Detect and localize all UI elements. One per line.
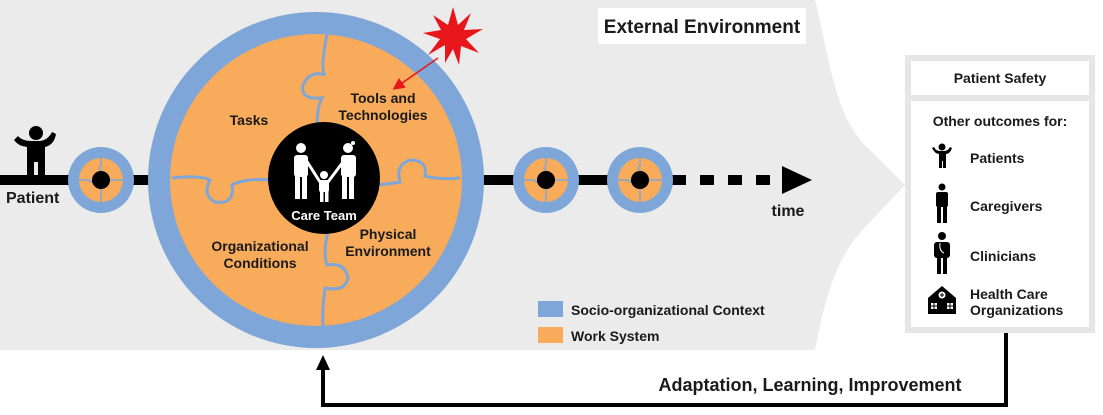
- hazard-arrow: [392, 57, 439, 90]
- piece-label-tasks: Tasks: [230, 112, 269, 128]
- hospital-icon: [928, 286, 956, 314]
- caregiver-icon: [936, 183, 948, 223]
- outcome-label-patients: Patients: [970, 150, 1025, 166]
- feedback-loop-arrowhead: [316, 355, 330, 370]
- work-system-circle: Care Team Tasks Tools and Technologies O…: [148, 12, 484, 348]
- outcomes-subtitle: Other outcomes for:: [933, 113, 1068, 129]
- outcome-label-clinicians: Clinicians: [970, 248, 1036, 264]
- timeline-arrowhead: [782, 166, 812, 194]
- puzzle-seam-vertical-bottom: [321, 224, 350, 327]
- outcome-label-hco-line1: Health Care: [970, 286, 1048, 302]
- small-work-system-circle: [607, 147, 673, 213]
- legend-label-work-system: Work System: [571, 328, 659, 344]
- patient-safety-title: Patient Safety: [954, 70, 1047, 86]
- outcome-label-caregivers: Caregivers: [970, 198, 1043, 214]
- piece-label-physical-line2: Environment: [345, 243, 431, 259]
- patient-label: Patient: [6, 190, 60, 207]
- clinician-icon: [934, 232, 950, 274]
- feedback-loop-line: [321, 333, 1008, 407]
- feedback-label: Adaptation, Learning, Improvement: [658, 375, 961, 395]
- piece-label-tools-line1: Tools and: [350, 90, 415, 106]
- puzzle-seam-horizontal-right: [361, 158, 461, 187]
- legend-label-context: Socio-organizational Context: [571, 302, 765, 318]
- care-team-icon: [294, 141, 356, 202]
- patient-icon: [14, 126, 56, 175]
- piece-label-tools-line2: Technologies: [338, 107, 427, 123]
- piece-label-physical-line1: Physical: [360, 226, 417, 242]
- small-work-system-circle: [68, 147, 134, 213]
- piece-label-organizational-line2: Conditions: [223, 255, 296, 271]
- legend-swatch-work-system: [538, 327, 563, 343]
- patient-outcome-icon: [932, 143, 952, 168]
- puzzle-seam-vertical-top: [301, 33, 329, 141]
- puzzle-seam-horizontal-left: [171, 175, 271, 204]
- timeline-dashes: [672, 175, 770, 185]
- small-work-system-circle: [513, 147, 579, 213]
- time-label: time: [772, 203, 805, 220]
- legend-swatch-context: [538, 301, 563, 317]
- care-team-label: Care Team: [291, 208, 357, 223]
- legend: Socio-organizational Context Work System: [538, 301, 765, 344]
- external-environment-label: External Environment: [604, 17, 801, 38]
- external-environment-label-box: [598, 8, 806, 44]
- red-starburst-icon: [423, 7, 483, 65]
- piece-label-organizational-line1: Organizational: [211, 238, 308, 254]
- outcomes-panel: Patient Safety Other outcomes for: Patie…: [905, 55, 1095, 333]
- outcome-label-hco-line2: Organizations: [970, 302, 1064, 318]
